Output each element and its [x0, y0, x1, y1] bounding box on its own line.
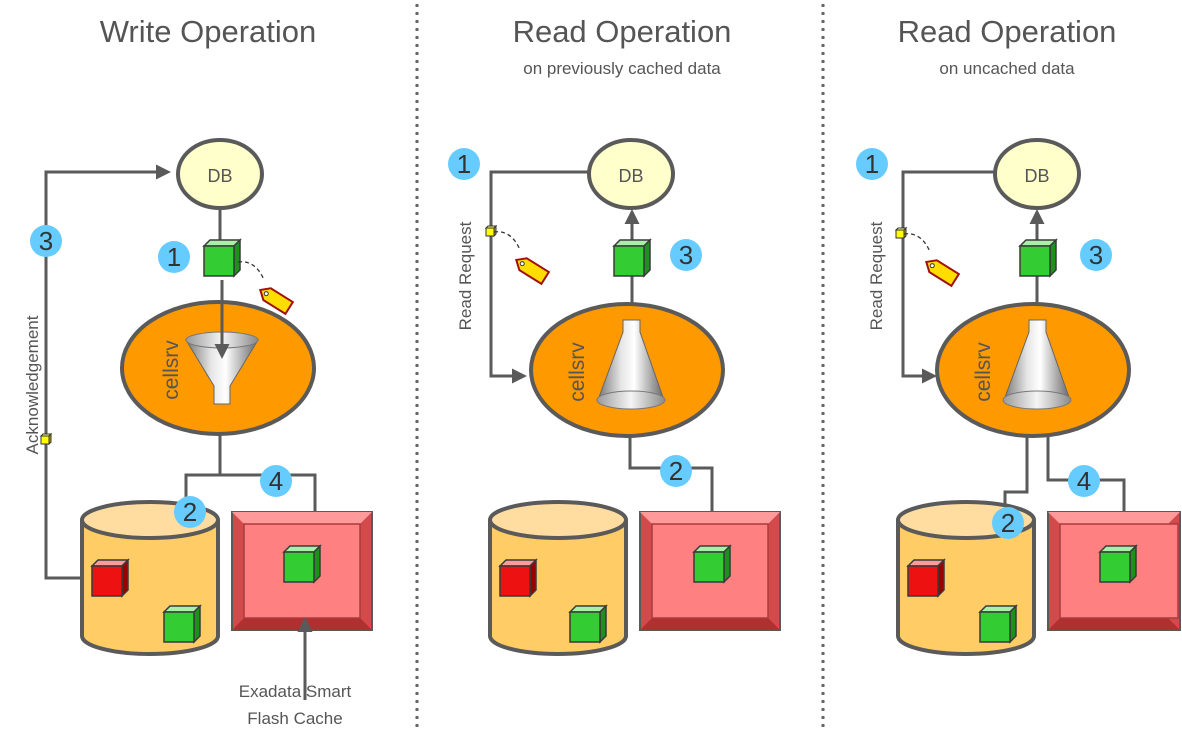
caption-line: Flash Cache	[247, 709, 342, 728]
data-block-icon	[1099, 545, 1137, 583]
caption-line: Exadata Smart	[239, 682, 352, 701]
data-block-icon	[163, 605, 201, 643]
database-label: DB	[207, 166, 232, 186]
data-block-icon	[979, 605, 1017, 643]
svg-text:1: 1	[457, 149, 471, 179]
data-block-icon	[1019, 239, 1057, 277]
svg-text:4: 4	[269, 466, 283, 496]
side-label: Read Request	[456, 221, 475, 330]
svg-text:2: 2	[669, 456, 683, 486]
step-badge: 4	[260, 465, 292, 497]
funnel-icon	[1002, 319, 1072, 410]
step-badge: 2	[992, 507, 1024, 539]
panel-title: Read Operation	[513, 14, 732, 49]
step-badge: 3	[30, 225, 62, 257]
database-label: DB	[1024, 166, 1049, 186]
funnel-icon	[596, 319, 666, 410]
data-block-icon	[569, 605, 607, 643]
database-label: DB	[618, 166, 643, 186]
step-badge: 1	[448, 148, 480, 180]
panel-read-cached: Read Operation on previously cached data…	[448, 14, 781, 656]
flash-card-icon	[639, 511, 781, 631]
panel-subtitle: on uncached data	[939, 59, 1075, 78]
data-block-icon	[499, 559, 537, 597]
step-badge: 3	[670, 239, 702, 271]
database-node	[587, 138, 675, 210]
panel-title: Write Operation	[100, 14, 317, 49]
database-node	[176, 138, 264, 210]
side-label: Acknowledgement	[23, 315, 42, 454]
data-block-icon	[907, 559, 945, 597]
svg-text:1: 1	[865, 149, 879, 179]
data-block-icon	[613, 239, 651, 277]
step-badge: 2	[660, 455, 692, 487]
data-block-icon	[283, 545, 321, 583]
svg-text:3: 3	[39, 226, 53, 256]
svg-text:1: 1	[167, 242, 181, 272]
step-badge: 4	[1068, 465, 1100, 497]
step-badge: 2	[174, 496, 206, 528]
step-badge: 1	[158, 241, 190, 273]
svg-text:3: 3	[679, 240, 693, 270]
tag-icon	[493, 230, 550, 285]
svg-text:3: 3	[1089, 240, 1103, 270]
panel-title: Read Operation	[898, 14, 1117, 49]
data-block-icon	[203, 239, 241, 277]
side-label: Read Request	[867, 221, 886, 330]
data-block-icon	[693, 545, 731, 583]
step-badge: 1	[856, 148, 888, 180]
data-block-icon	[91, 559, 129, 597]
panel-write-operation: Write Operation DB cellsrv	[23, 14, 373, 728]
message-block-icon	[40, 433, 52, 445]
panel-subtitle: on previously cached data	[523, 59, 721, 78]
message-block-icon	[895, 227, 907, 239]
message-block-icon	[485, 225, 497, 237]
tag-icon	[903, 232, 960, 287]
panel-read-uncached: Read Operation on uncached data DB cells…	[856, 14, 1181, 656]
cellsrv-label: cellsrv	[972, 342, 995, 402]
step-badge: 3	[1080, 239, 1112, 271]
cellsrv-label: cellsrv	[566, 342, 589, 402]
svg-text:2: 2	[1001, 508, 1015, 538]
svg-text:2: 2	[183, 497, 197, 527]
database-node	[993, 138, 1081, 210]
cellsrv-label: cellsrv	[160, 340, 183, 400]
svg-text:4: 4	[1077, 466, 1091, 496]
